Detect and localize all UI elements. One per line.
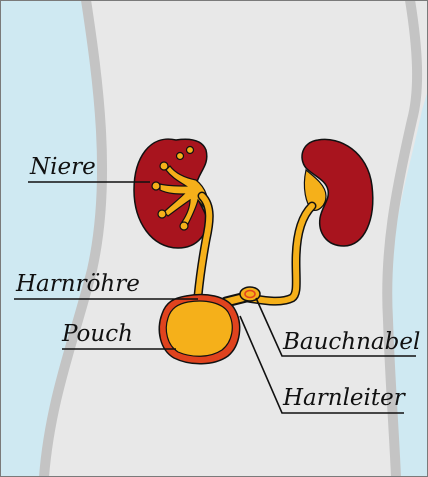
label-pouch: Pouch bbox=[61, 321, 133, 347]
label-niere: Niere bbox=[29, 154, 96, 180]
label-bauchnabel: Bauchnabel bbox=[282, 329, 420, 355]
label-harnroehre: Harnröhre bbox=[15, 271, 140, 297]
pouch-inner bbox=[166, 301, 232, 356]
label-harnleiter: Harnleiter bbox=[282, 385, 407, 411]
